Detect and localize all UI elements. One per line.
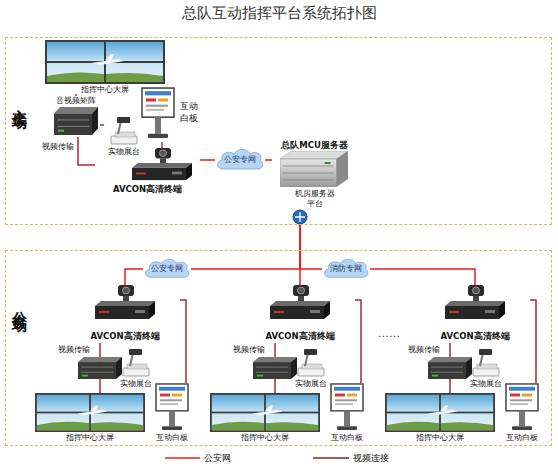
node-label: 指挥中心大屏 [385,433,495,442]
document-camera-image [298,349,324,376]
ellipsis-note: …… [378,328,400,340]
video-line [78,137,95,165]
diagram-title: 总队互动指挥平台系统拓扑图 [0,4,558,22]
network-line [125,269,143,285]
interactive-whiteboard: 互动白板 [152,383,192,443]
video-wall-image [210,393,320,432]
video-line [355,300,361,383]
video-wall-image [45,40,165,84]
video-line [180,300,186,383]
legend-text: 视频连接 [353,452,389,464]
node-label: 互动白板 [325,433,369,442]
node-label: 实物展台 [288,379,334,388]
video-wall: 指挥中心大屏 [385,393,495,443]
av-matrix: 音视频矩阵 [52,96,100,137]
video-wall: 指挥中心大屏 [35,393,145,443]
hd-terminal: AVCON高清终端 [70,285,180,343]
node-label: 消防专网 [322,258,370,280]
node-label: 机房服务器平台 [293,189,337,209]
interactive-whiteboard: 互动白板 [140,86,202,142]
mcu-server: 总队MCU服务器机房服务器平台 [272,140,357,212]
terminal-image [445,285,505,319]
edge-label: 视频传输 [42,142,74,152]
whiteboard-image [142,88,174,138]
network-line [191,212,300,269]
video-line [161,142,163,148]
node-label: 互动白板 [180,100,199,124]
interactive-whiteboard: 互动白板 [327,383,367,443]
server-image [280,151,348,187]
node-label: 指挥中心大屏 [210,433,320,442]
matrix-image [428,357,472,379]
video-wall-image [35,393,145,432]
edge-label: 视频传输 [233,345,265,355]
band-title: 分会场 [10,299,29,308]
edge-label: 视频传输 [58,345,90,355]
venue-band: 主会场指挥中心大屏音视频矩阵互动白板实物展台AVCON高清终端公安专网总队MCU… [5,37,552,225]
legend-line-sample [165,457,200,459]
video-line [530,300,536,383]
node-label: 音视频矩阵 [48,96,104,106]
video-wall-image [385,393,495,432]
video-line [100,124,104,126]
whiteboard-image [506,384,538,430]
terminal-image [132,148,192,180]
whiteboard-image [331,384,363,430]
node-label: 互动白板 [150,433,194,442]
video-wall: 指挥中心大屏 [210,393,320,443]
video-line [75,94,77,96]
hd-terminal: AVCON高清终端 [245,285,355,343]
edge-label: 视频传输 [408,345,440,355]
document-camera: 实物展台 [115,345,157,389]
node-label: 实物展台 [463,379,509,388]
matrix-image [253,357,297,379]
hd-terminal: AVCON高清终端 [95,148,200,196]
node-label: AVCON高清终端 [70,331,180,342]
network-cloud: 公安专网 [143,258,191,280]
band-title: 主会场 [10,96,29,105]
legend-text: 公安网 [204,452,231,464]
node-label: 实物展台 [102,147,146,156]
node-label: 公安专网 [215,148,265,172]
node-label: AVCON高清终端 [95,184,200,195]
network-line [200,159,215,161]
node-label: AVCON高清终端 [420,331,530,342]
router-symbol [293,210,307,224]
terminal-image [95,285,155,319]
node-label: 指挥中心大屏 [45,85,165,94]
node-label: 实物展台 [113,379,159,388]
network-line [265,159,272,161]
node-label: 总队MCU服务器 [272,140,357,151]
matrix-image [54,107,98,135]
video-wall: 指挥中心大屏 [45,40,165,94]
document-camera-image [123,349,149,376]
legend-line-sample [313,457,349,459]
interactive-whiteboard: 互动白板 [502,383,542,443]
network-line [370,269,475,285]
terminal-image [270,285,330,319]
node-label: 互动白板 [500,433,544,442]
document-camera: 实物展台 [290,345,332,389]
document-camera: 实物展台 [104,114,144,156]
whiteboard-image [156,384,188,430]
document-camera-image [111,117,137,144]
node-label: 指挥中心大屏 [35,433,145,442]
hd-terminal: AVCON高清终端 [420,285,530,343]
network-cloud: 消防专网 [322,258,370,280]
network-cloud: 公安专网 [215,148,265,172]
document-camera-image [473,349,499,376]
node-label: 公安专网 [143,258,191,280]
document-camera: 实物展台 [465,345,507,389]
node-label: AVCON高清终端 [245,331,355,342]
matrix-image [78,357,122,379]
